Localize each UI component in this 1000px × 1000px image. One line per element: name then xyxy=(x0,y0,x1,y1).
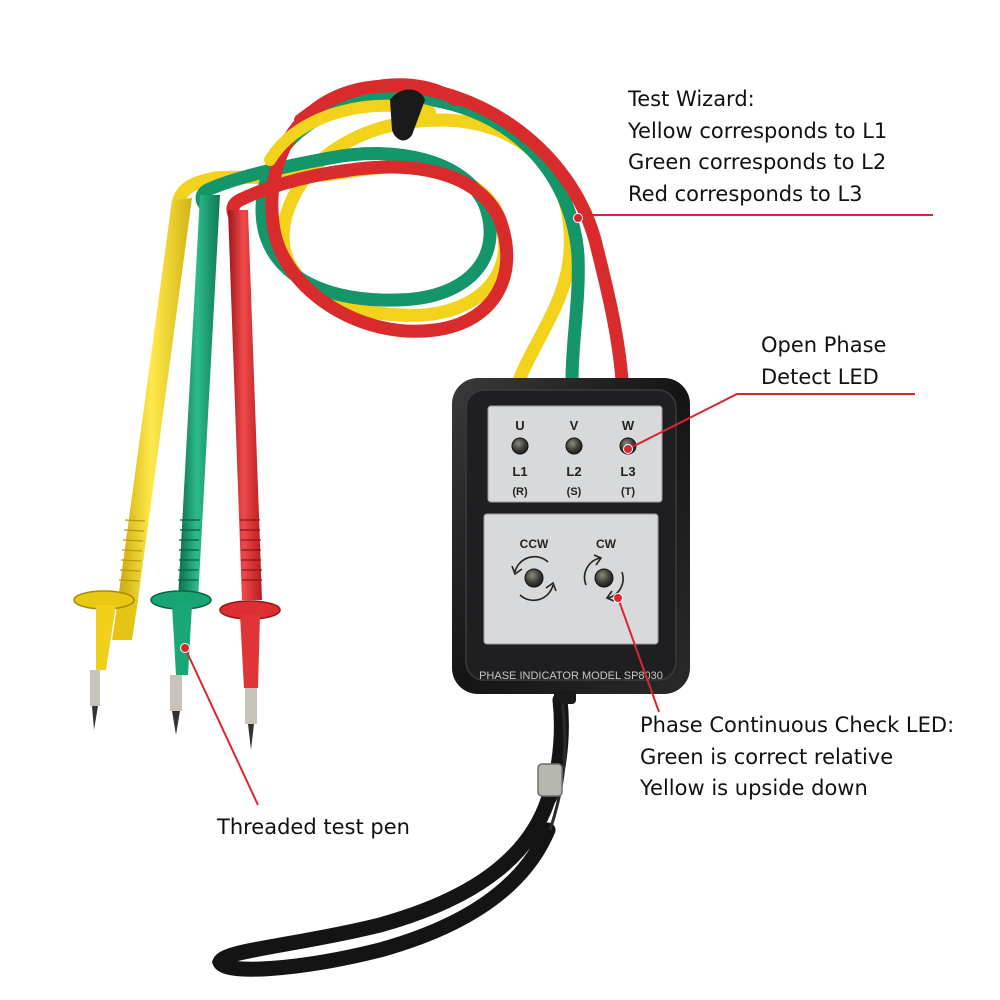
cw-label: CW xyxy=(596,537,617,551)
open-phase-callout: Open Phase Detect LED xyxy=(761,330,886,393)
open-phase-line-2: Detect LED xyxy=(761,364,879,389)
cw-arrow-icon xyxy=(583,554,624,602)
rotation-panel xyxy=(483,513,659,645)
continuous-check-line-2: Green is correct relative xyxy=(640,744,894,769)
phase-code-t: (T) xyxy=(621,486,635,498)
continuous-check-callout: Phase Continuous Check LED: Green is cor… xyxy=(640,710,954,805)
model-text: PHASE INDICATOR MODEL SP8030 xyxy=(479,670,663,682)
test-wizard-line-3: Red corresponds to L3 xyxy=(628,181,863,206)
wrist-strap xyxy=(211,692,569,977)
line-label-l2: L2 xyxy=(566,464,581,479)
test-wizard-line-1: Yellow corresponds to L1 xyxy=(628,118,888,143)
test-pen-label: Threaded test pen xyxy=(217,815,410,839)
led-ccw xyxy=(524,568,544,588)
red-wire xyxy=(226,79,629,387)
callout-lines xyxy=(180,213,933,806)
green-test-probe xyxy=(150,195,220,735)
phase-indicator-device: U V W L1 L2 L3 (R) (S) (T) CCW CW PHAS xyxy=(452,378,690,704)
ccw-arrow-icon xyxy=(511,555,557,602)
led-l2 xyxy=(565,437,583,455)
phase-label-v: V xyxy=(570,418,579,433)
open-phase-line-1: Open Phase xyxy=(761,333,887,357)
line-label-l3: L3 xyxy=(620,464,635,479)
continuous-check-line-1: Phase Continuous Check LED: xyxy=(640,713,955,737)
strap-metal-clip xyxy=(537,763,563,797)
test-pen-pointer xyxy=(184,647,259,806)
continuous-check-line-3: Yellow is upside down xyxy=(640,776,868,800)
phase-code-r: (R) xyxy=(512,486,528,498)
red-test-probe xyxy=(219,210,281,750)
line-label-l1: L1 xyxy=(512,464,527,479)
phase-label-w: W xyxy=(622,418,635,433)
led-l1 xyxy=(511,437,529,455)
led-cw xyxy=(594,568,614,588)
test-wizard-callout: Test Wizard: Yellow corresponds to L1 Gr… xyxy=(628,84,887,210)
phase-code-s: (S) xyxy=(567,486,582,498)
test-wizard-line-2: Green corresponds to L2 xyxy=(628,150,887,174)
continuous-check-pointer xyxy=(617,597,660,713)
ccw-label: CCW xyxy=(520,537,549,551)
test-pen-callout: Threaded test pen xyxy=(217,812,410,844)
cable-tie xyxy=(390,89,425,141)
open-phase-pointer xyxy=(627,393,915,450)
yellow-test-probe xyxy=(73,198,192,730)
green-wire xyxy=(195,91,585,387)
test-wizard-title: Test Wizard: xyxy=(628,87,755,111)
phase-label-u: U xyxy=(515,418,524,433)
